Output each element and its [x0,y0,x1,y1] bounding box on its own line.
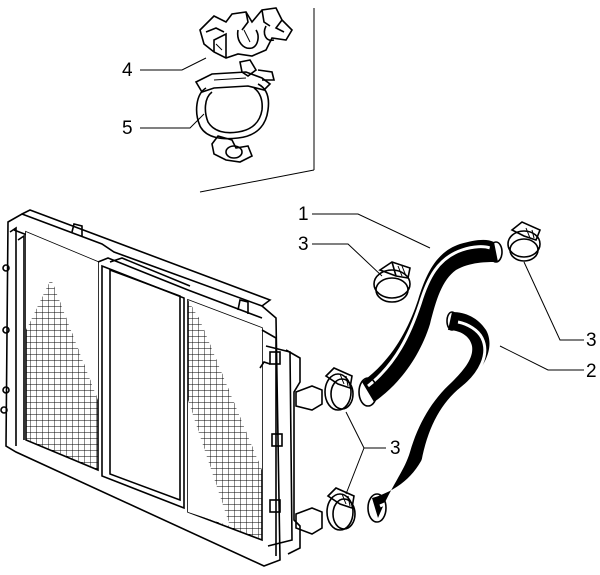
leader-lines-main [312,213,584,495]
hose-clamp-radiator-lower [326,487,356,531]
callout-2: 2 [586,361,597,382]
strap-clip-part-5 [194,59,276,163]
inset-frame [199,8,315,193]
callout-1: 1 [298,204,309,225]
callout-5: 5 [122,118,133,139]
upper-hose-part-1 [358,239,503,407]
lower-hose-part-2 [367,311,490,523]
hose-clamp-upper-left [373,261,411,303]
callout-3-right: 3 [586,330,597,351]
leader-lines-inset [140,57,207,129]
bracket-clip-part-4 [199,7,294,59]
callout-3-upper-left: 3 [298,234,309,255]
hose-clamp-upper-right [507,221,542,262]
hose-clamp-radiator-upper [324,367,354,411]
radiator [0,209,323,567]
callout-3-radiator: 3 [390,438,401,459]
callout-4: 4 [122,60,133,81]
